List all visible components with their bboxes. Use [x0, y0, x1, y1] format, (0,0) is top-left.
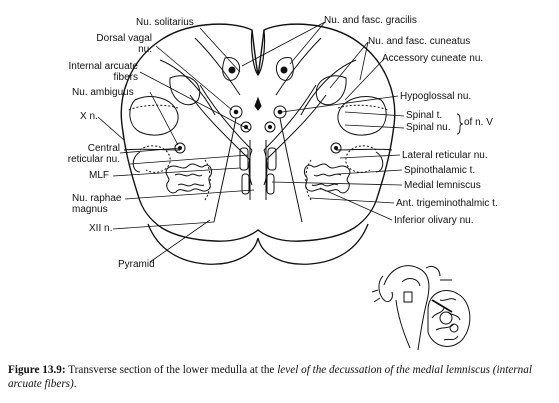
- label-raphae-line2: magnus: [72, 204, 108, 215]
- label-central-reticular: Central reticular nu.: [60, 143, 120, 165]
- label-central-reticular-line1: Central: [87, 143, 120, 154]
- cuneatus-left: [169, 75, 201, 106]
- leader-lines-left: [97, 27, 255, 263]
- spinal-nu-v-right: [337, 96, 387, 136]
- gracilis-left: [222, 57, 240, 81]
- label-central-reticular-line2: reticular nu.: [67, 154, 120, 165]
- gracilis-right: [276, 57, 294, 81]
- leader-lines-right: [241, 21, 405, 221]
- caption-end: .: [73, 378, 77, 390]
- label-inferior-olivary: Inferior olivary nu.: [394, 215, 474, 226]
- label-nu-ambiguus: Nu. ambiguus: [72, 87, 134, 98]
- spinal-nu-v-left: [129, 96, 179, 136]
- label-medial-lemniscus: Medial lemniscus: [404, 180, 481, 191]
- pyramid-right: [257, 223, 369, 265]
- label-spinal-nu: Spinal nu.: [406, 122, 451, 133]
- label-internal-arcuate-line1: Internal arcuate: [68, 61, 139, 72]
- cuneatus-right: [315, 75, 347, 106]
- olive-right: [303, 163, 351, 194]
- label-xii-n: XII n.: [89, 223, 113, 234]
- label-internal-arcuate: Internal arcuate fibers: [58, 61, 139, 83]
- central-canal: [254, 96, 262, 111]
- label-dorsal-vagal-line1: Dorsal vagal: [96, 33, 152, 44]
- label-ant-trigeminothalamic: Ant. trigeminothalmic t.: [396, 198, 498, 209]
- label-dorsal-vagal: Dorsal vagal nu.: [90, 33, 152, 55]
- label-lateral-reticular: Lateral reticular nu.: [402, 150, 488, 161]
- label-nu-solitarius: Nu. solitarius: [136, 17, 194, 28]
- label-spinal-t: Spinal t.: [406, 110, 443, 121]
- label-x-n: X n.: [80, 111, 98, 122]
- label-raphae-magnus: Nu. raphae magnus: [72, 193, 121, 215]
- inset-cerebellum: [427, 290, 471, 347]
- label-raphae-line1: Nu. raphae: [72, 193, 122, 204]
- label-internal-arcuate-line2: fibers: [113, 72, 138, 83]
- label-accessory-cuneate: Accessory cuneate nu.: [382, 53, 484, 64]
- caption-figure-label: Figure 13.9:: [8, 364, 66, 376]
- label-mlf: MLF: [89, 170, 109, 181]
- label-gracilis: Nu. and fasc. gracilis: [324, 15, 417, 26]
- label-cuneatus: Nu. and fasc. cuneatus: [368, 36, 471, 47]
- caption-italic-text: level of the decussation of the medial l…: [8, 364, 532, 390]
- label-of-n-v: of n. V: [464, 117, 493, 128]
- olive-left: [165, 163, 213, 194]
- figure-caption: Figure 13.9: Transverse section of the l…: [8, 363, 553, 391]
- label-hypoglossal: Hypoglossal nu.: [400, 91, 472, 102]
- label-pyramid: Pyramid: [118, 259, 155, 270]
- pyramid-left: [147, 223, 259, 265]
- brace: [456, 113, 464, 135]
- label-dorsal-vagal-line2: nu.: [138, 44, 152, 55]
- label-spinothalamic: Spinothalamic t.: [404, 165, 476, 176]
- inset-brainstem: [371, 265, 471, 351]
- medulla-outline: [120, 23, 396, 242]
- caption-text: Transverse section of the lower medulla …: [65, 364, 278, 376]
